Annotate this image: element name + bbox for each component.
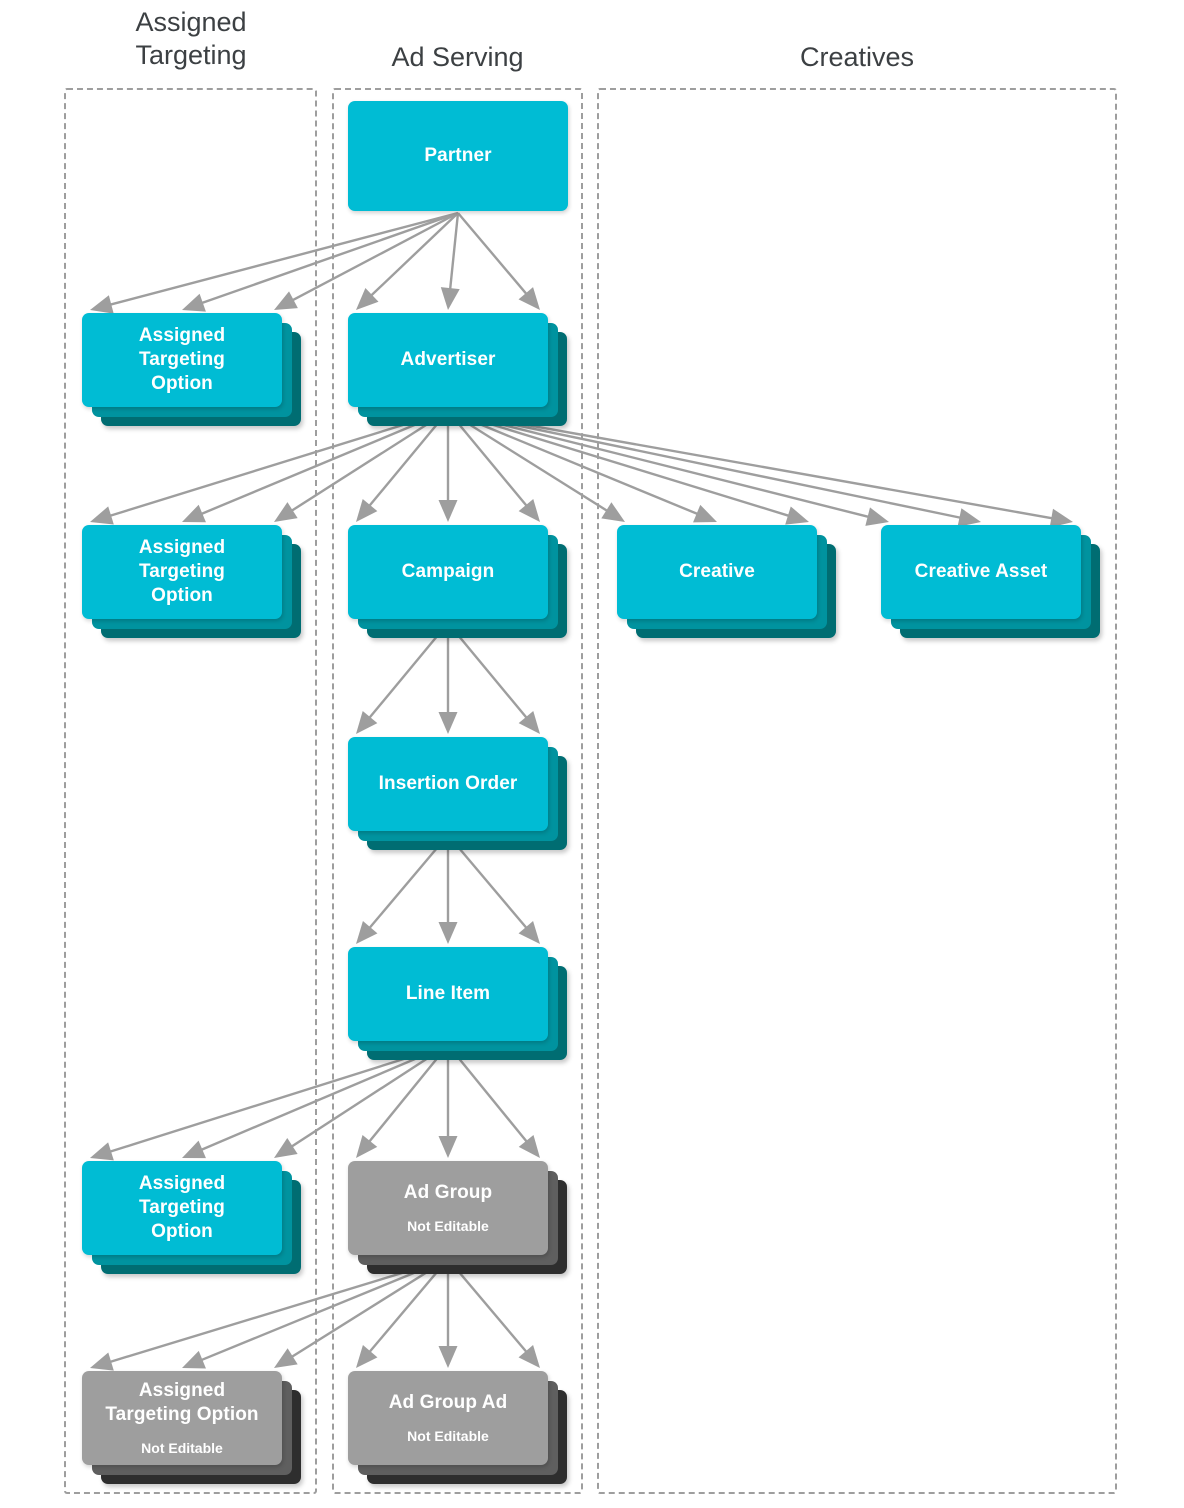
node-creative[interactable]: Creative xyxy=(617,525,836,638)
node-subtitle: Not Editable xyxy=(141,1440,223,1456)
card-front-layer[interactable]: Creative Asset xyxy=(881,525,1081,619)
node-title: Partner xyxy=(424,145,492,166)
node-title: Insertion Order xyxy=(378,773,518,794)
node-title: Creative xyxy=(679,561,755,582)
node-assigned-targeting-option-advertiser[interactable]: Assigned Targeting Option xyxy=(82,525,301,638)
node-title: Assigned Targeting Option xyxy=(138,325,226,394)
column-frame-creatives xyxy=(597,88,1117,1494)
node-title: Campaign xyxy=(401,561,495,582)
card-front-layer[interactable]: Assigned Targeting Option xyxy=(82,313,282,407)
card-front-layer[interactable]: Creative xyxy=(617,525,817,619)
node-ad-group-ad[interactable]: Ad Group Ad Not Editable xyxy=(348,1371,567,1484)
node-partner[interactable]: Partner xyxy=(348,101,568,211)
node-assigned-targeting-option-partner[interactable]: Assigned Targeting Option xyxy=(82,313,301,426)
card-front-layer[interactable]: Assigned Targeting Option xyxy=(82,525,282,619)
column-frame-ad-serving xyxy=(332,88,583,1494)
node-assigned-targeting-option-lineitem[interactable]: Assigned Targeting Option xyxy=(82,1161,301,1274)
node-title: Assigned Targeting Option xyxy=(105,1380,259,1425)
card-front-layer[interactable]: Insertion Order xyxy=(348,737,548,831)
node-title: Assigned Targeting Option xyxy=(138,1173,226,1242)
node-title: Line Item xyxy=(405,983,491,1004)
node-campaign[interactable]: Campaign xyxy=(348,525,567,638)
card-front-layer[interactable]: Partner xyxy=(348,101,568,211)
node-line-item[interactable]: Line Item xyxy=(348,947,567,1060)
node-creative-asset[interactable]: Creative Asset xyxy=(881,525,1100,638)
card-front-layer[interactable]: Assigned Targeting Option xyxy=(82,1161,282,1255)
node-title: Assigned Targeting Option xyxy=(138,537,226,606)
card-front-layer[interactable]: Advertiser xyxy=(348,313,548,407)
card-front-layer[interactable]: Line Item xyxy=(348,947,548,1041)
card-front-layer[interactable]: Ad Group Ad Not Editable xyxy=(348,1371,548,1465)
column-frame-assigned-targeting xyxy=(64,88,317,1494)
column-header-ad-serving: Ad Serving xyxy=(391,42,524,72)
column-header-creatives: Creatives xyxy=(799,42,915,72)
node-title: Creative Asset xyxy=(914,561,1048,582)
node-title: Advertiser xyxy=(400,349,496,370)
node-subtitle: Not Editable xyxy=(407,1428,489,1444)
node-title: Ad Group Ad xyxy=(388,1392,508,1413)
card-front-layer[interactable]: Campaign xyxy=(348,525,548,619)
node-title: Ad Group xyxy=(403,1182,493,1203)
node-subtitle: Not Editable xyxy=(407,1218,489,1234)
column-header-assigned-targeting: Assigned Targeting xyxy=(135,7,247,70)
node-insertion-order[interactable]: Insertion Order xyxy=(348,737,567,850)
node-advertiser[interactable]: Advertiser xyxy=(348,313,567,426)
